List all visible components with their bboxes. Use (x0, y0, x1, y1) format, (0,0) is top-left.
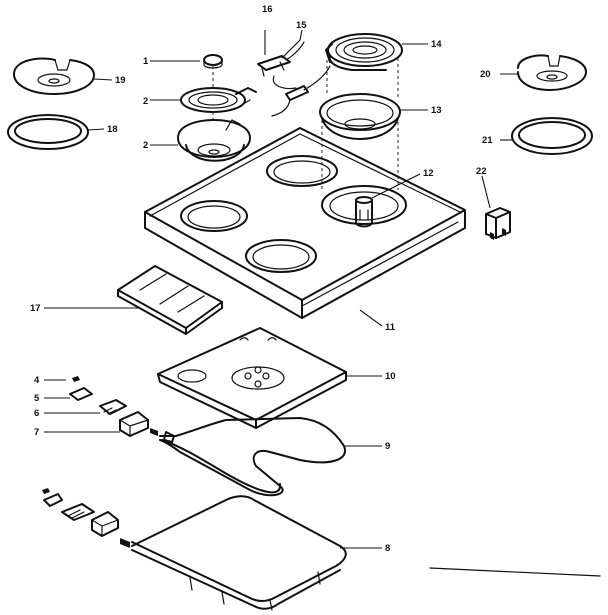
callout-16: 16 (262, 4, 273, 15)
callout-2-lower: 2 (143, 140, 148, 151)
cooktop-top-part-11 (144, 127, 466, 327)
callout-7: 7 (34, 427, 39, 438)
bracket-trough-part-17 (44, 265, 223, 335)
callout-22: 22 (476, 166, 487, 177)
receptacle-part-1 (150, 54, 223, 69)
element-plug (271, 65, 331, 117)
connector-parts-4-7 (44, 376, 158, 437)
callout-labels: 1 2 2 4 5 6 7 8 9 10 11 12 13 14 15 16 1… (30, 4, 493, 554)
small-coil-element-part-2 (150, 87, 257, 113)
callout-6: 6 (34, 408, 39, 419)
callout-10: 10 (385, 371, 396, 382)
large-drip-bowl-part-13 (319, 93, 428, 140)
callout-12: 12 (423, 168, 434, 179)
callout-2-upper: 2 (143, 96, 148, 107)
callout-19: 19 (115, 75, 126, 86)
scan-line (429, 567, 601, 577)
callout-21: 21 (482, 135, 493, 146)
terminal-block-parts-15-16 (257, 29, 305, 90)
callout-18: 18 (107, 124, 118, 135)
callout-14: 14 (431, 39, 442, 50)
drip-pan-part-20 (500, 54, 587, 91)
broil-element-part-8 (42, 488, 382, 611)
callout-8: 8 (385, 543, 390, 554)
drip-pan-part-19 (13, 57, 113, 95)
callout-13: 13 (431, 105, 442, 116)
small-drip-bowl-part-2 (150, 119, 251, 162)
callout-15: 15 (296, 20, 307, 31)
callout-4: 4 (34, 375, 40, 386)
bake-element-part-9 (159, 417, 382, 497)
support-pan-part-10 (157, 327, 382, 429)
callout-1: 1 (143, 56, 149, 67)
callout-20: 20 (480, 69, 491, 80)
receptacle-post-part-12 (355, 173, 421, 228)
large-coil-element-part-14 (325, 33, 428, 71)
callout-17: 17 (30, 303, 41, 314)
control-switch-part-22 (481, 175, 511, 240)
trim-ring-part-21 (500, 117, 593, 155)
callout-9: 9 (385, 441, 390, 452)
callout-5: 5 (34, 393, 40, 404)
callout-11: 11 (385, 322, 396, 333)
alignment-lines (212, 58, 399, 190)
trim-ring-part-18 (7, 114, 105, 150)
